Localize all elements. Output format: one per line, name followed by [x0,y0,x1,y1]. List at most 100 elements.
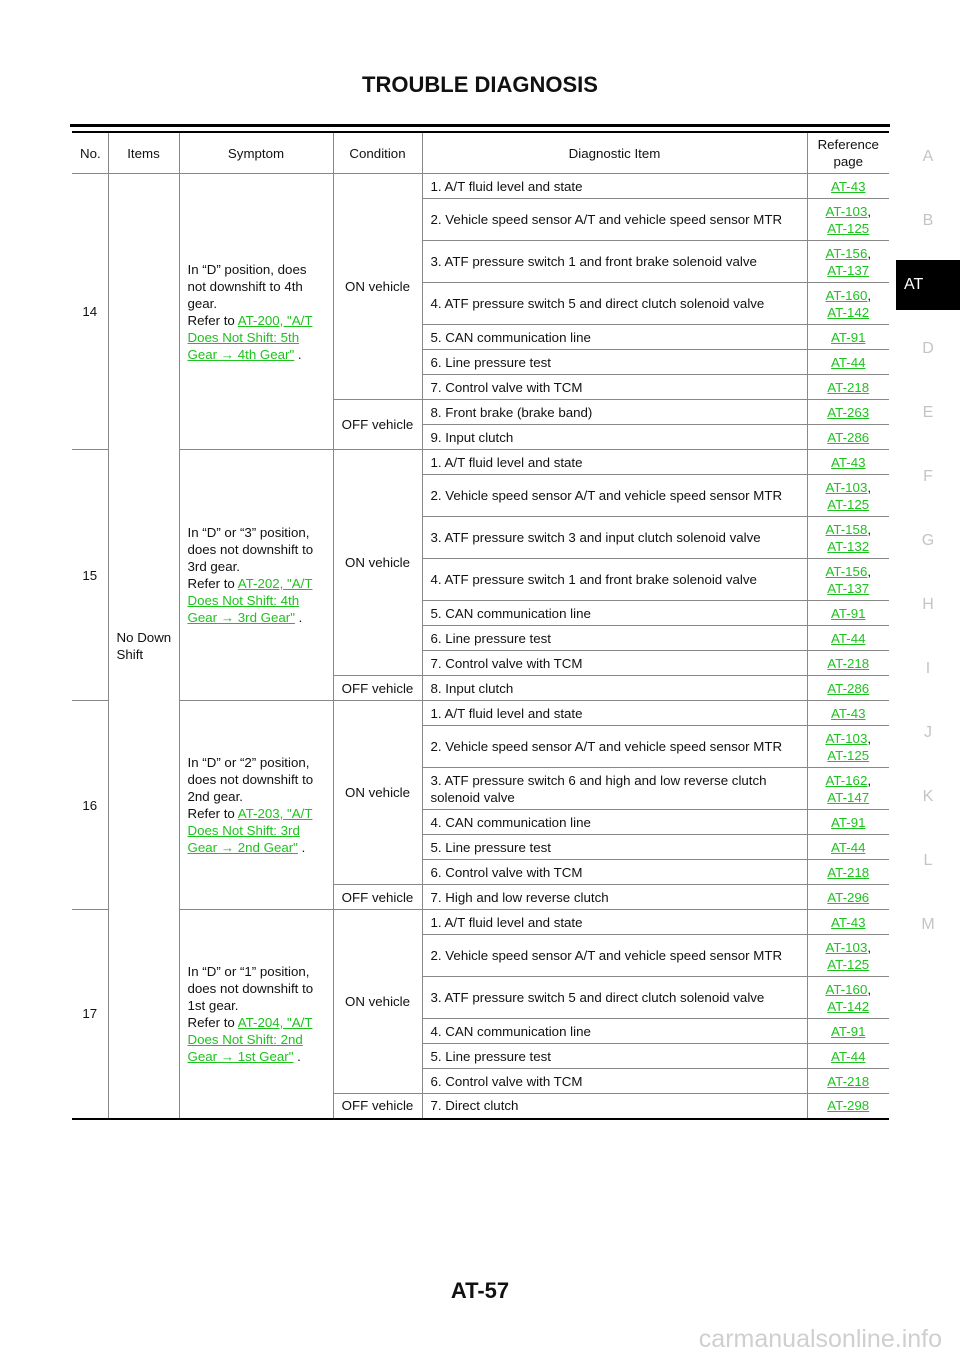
reference-link[interactable]: AT-218 [827,864,870,880]
reference-link[interactable]: AT-44 [831,630,866,646]
reference-link[interactable]: AT-103 [825,479,868,495]
section-tab-b[interactable]: B [922,212,934,229]
diagnostic-item: 6. Control valve with TCM [422,1068,808,1094]
section-tab-g[interactable]: G [921,532,935,549]
reference-link[interactable]: AT-44 [831,839,866,855]
watermark: carmanualsonline.info [698,1325,942,1353]
reference-link[interactable]: AT-91 [831,605,866,621]
reference-link[interactable]: AT-296 [827,889,870,905]
reference-link[interactable]: AT-44 [831,354,866,370]
symptom-text: In “D” or “3” position, does not downshi… [187,525,314,574]
reference-link[interactable]: AT-263 [827,404,870,420]
condition-cell: ON vehicle [332,173,423,400]
reference-link[interactable]: AT-158 [825,521,868,537]
reference-link[interactable]: AT-103 [825,730,868,746]
table-row: 3. ATF pressure switch 5 and direct clut… [72,976,889,1019]
symptom-cell: In “D” or “2” position, does not downshi… [178,700,334,910]
section-tab-d[interactable]: D [922,340,934,357]
reference-link[interactable]: AT-132 [827,538,870,554]
refer-label: Refer to [187,1014,238,1030]
diagnostic-item: 7. Control valve with TCM [422,374,808,400]
section-tab-a[interactable]: A [922,148,934,165]
symptom-reference-link[interactable]: AT-202, "A/T Does Not Shift: 4th Gear → … [187,576,313,625]
section-tab-k[interactable]: K [922,788,934,805]
reference-link[interactable]: AT-125 [827,956,870,972]
condition-cell: OFF vehicle [333,399,423,450]
reference-link[interactable]: AT-43 [831,454,866,470]
reference-link[interactable]: AT-218 [827,379,870,395]
header-reference-page: Reference page [806,131,889,174]
symptom-reference-link[interactable]: AT-200, "A/T Does Not Shift: 5th Gear → … [187,312,313,362]
reference-cell: AT-218 [806,1068,889,1094]
reference-cell: AT-91 [806,324,889,350]
section-tab-m[interactable]: M [921,916,935,933]
reference-link[interactable]: AT-142 [827,304,870,320]
reference-link[interactable]: AT-125 [827,747,870,763]
table-header: No. Items Symptom Condition Diagnostic I… [72,131,889,174]
reference-link[interactable]: AT-286 [827,429,870,445]
diagnostic-item: 1. A/T fluid level and state [421,909,808,935]
reference-link[interactable]: AT-218 [827,655,870,671]
reference-link[interactable]: AT-43 [831,914,866,930]
reference-link[interactable]: AT-298 [827,1098,870,1114]
header-diagnostic-item: Diagnostic Item [421,131,808,174]
reference-link[interactable]: AT-142 [827,998,870,1014]
reference-link[interactable]: AT-218 [827,1073,870,1089]
refer-label: Refer to [187,312,238,328]
diagnostic-item: 4. ATF pressure switch 1 and front brake… [422,558,808,601]
refer-label: Refer to [187,806,238,821]
reference-link[interactable]: AT-91 [831,1023,866,1039]
reference-link[interactable]: AT-286 [827,680,870,696]
diagnostic-item: 4. CAN communication line [422,1018,808,1044]
reference-link[interactable]: AT-43 [831,178,866,194]
section-tab-j[interactable]: J [924,724,932,741]
reference-link[interactable]: AT-156 [825,245,868,261]
reference-link[interactable]: AT-91 [831,814,866,830]
page-number: AT-57 [450,1278,510,1303]
section-tab-e[interactable]: E [922,404,934,421]
symptom-text: In “D” or “2” position, does not downshi… [187,755,314,804]
reference-link[interactable]: AT-91 [831,329,866,345]
section-tab-l[interactable]: L [923,852,933,869]
reference-link[interactable]: AT-137 [827,580,870,596]
reference-link[interactable]: AT-103 [825,939,868,955]
section-tab-i[interactable]: I [925,660,931,677]
reference-link[interactable]: AT-160 [825,287,868,303]
section-tab-at[interactable]: AT [896,260,960,310]
reference-link[interactable]: AT-147 [827,789,870,805]
reference-link[interactable]: AT-44 [831,1048,866,1064]
items-cell: No Down Shift [107,173,180,1119]
section-tab-h[interactable]: H [922,596,934,613]
reference-cell: AT-218 [806,374,889,400]
reference-link[interactable]: AT-43 [831,705,866,721]
divider [70,124,890,127]
reference-link[interactable]: AT-103 [825,203,868,219]
table-row: 6. Control valve with TCM AT-218 [72,1068,889,1094]
reference-link[interactable]: AT-125 [827,220,870,236]
reference-cell: AT-43 [806,700,889,726]
reference-link[interactable]: AT-137 [827,262,870,278]
reference-link[interactable]: AT-160 [825,981,868,997]
reference-link[interactable]: AT-156 [825,563,868,579]
condition-cell: ON vehicle [332,700,423,885]
reference-cell: AT-43 [806,173,889,199]
reference-cell: AT-218 [806,650,889,676]
reference-cell: AT-44 [806,834,889,860]
row-number: 14 [72,173,109,450]
diagnostic-item: 5. CAN communication line [422,600,808,626]
reference-cell: AT-44 [806,625,889,651]
reference-link[interactable]: AT-162 [825,772,868,788]
reference-cell: AT-158,AT-132 [806,516,889,559]
reference-link[interactable]: AT-125 [827,496,870,512]
symptom-reference-link[interactable]: AT-203, "A/T Does Not Shift: 3rd Gear → … [187,806,313,855]
diagnostic-item: 1. A/T fluid level and state [421,449,808,475]
section-tab-f[interactable]: F [923,468,933,485]
symptom-reference-link[interactable]: AT-204, "A/T Does Not Shift: 2nd Gear → … [187,1014,313,1064]
reference-cell: AT-298 [806,1093,889,1119]
